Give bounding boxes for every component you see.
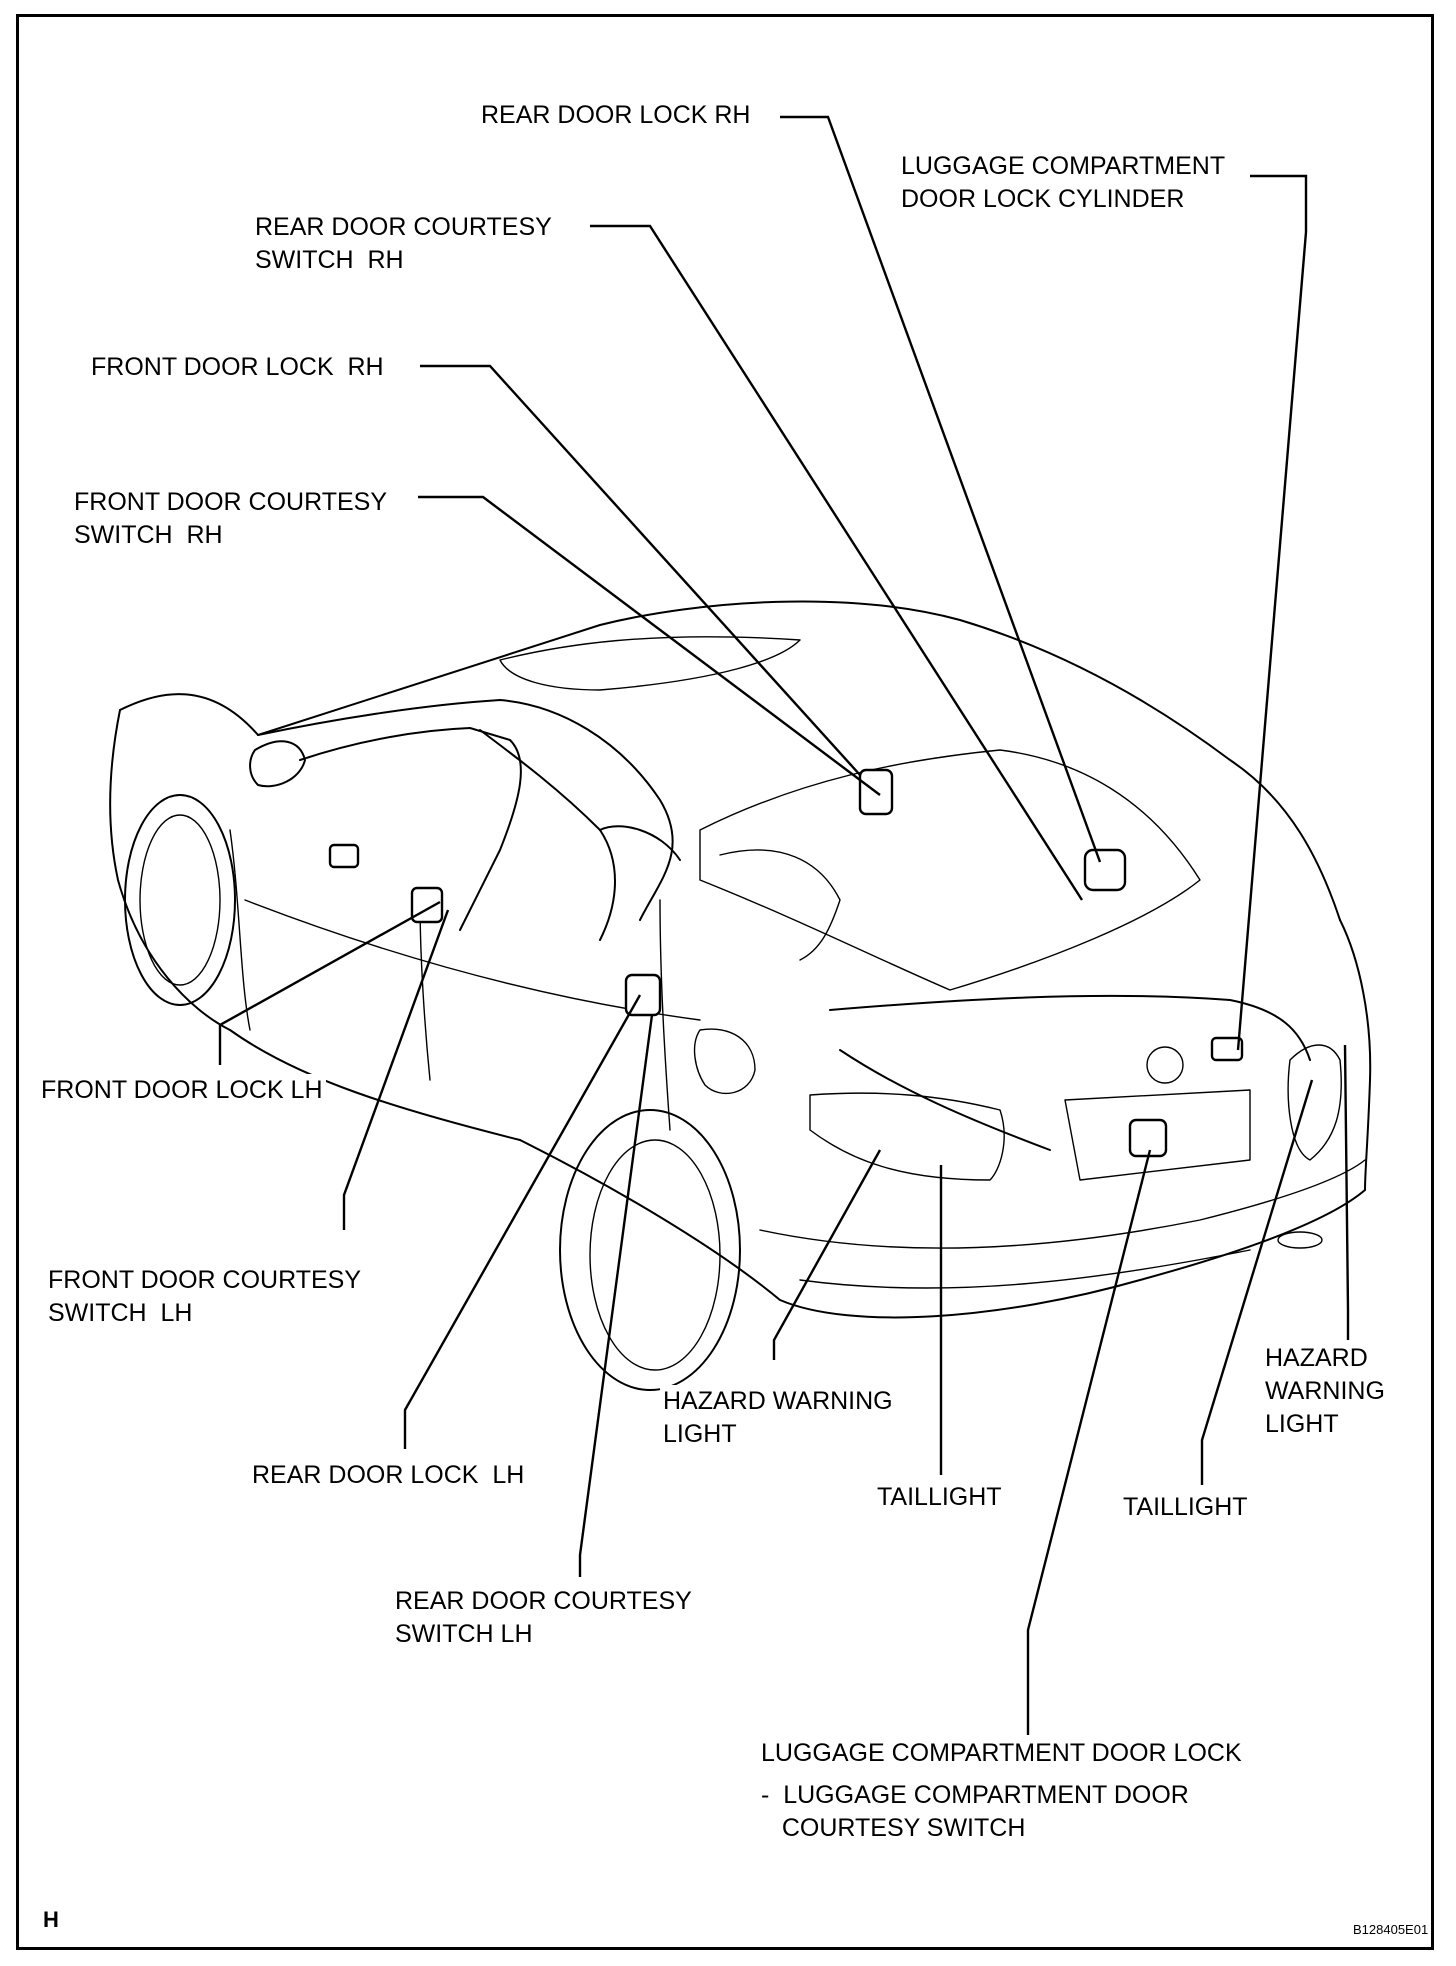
label-text: FRONT DOOR COURTESY [74,488,387,516]
figure-code: B128405E01 [1353,1922,1429,1937]
label-rear-courtesy-rh: REAR DOOR COURTESY SWITCH RH [252,211,555,277]
label-text: SWITCH RH [255,246,404,274]
leader-front-door-lock-lh [218,900,441,1065]
label-hazard-right: HAZARD WARNING LIGHT [1262,1342,1388,1441]
leader-rear-courtesy-rh [590,224,1084,901]
label-text: REAR DOOR COURTESY [395,1587,692,1615]
label-text: HAZARD WARNING [663,1387,893,1415]
label-front-door-lock-lh: FRONT DOOR LOCK LH [38,1074,326,1107]
label-taillight-left: TAILLIGHT [874,1481,1005,1514]
corner-letter: H [43,1907,59,1932]
label-text: SWITCH RH [74,521,223,549]
leader-luggage-lock-cylinder [1236,174,1308,1051]
leader-front-courtesy-lh [342,909,450,1230]
label-luggage-lock-cylinder: LUGGAGE COMPARTMENT DOOR LOCK CYLINDER [898,150,1229,216]
leader-front-door-lock-rh [420,364,861,776]
label-text: TAILLIGHT [877,1483,1002,1511]
label-text: FRONT DOOR LOCK LH [41,1076,323,1104]
label-text: FRONT DOOR LOCK RH [91,353,384,381]
leader-taillight-right [1200,1079,1314,1485]
label-front-courtesy-lh: FRONT DOOR COURTESY SWITCH LH [45,1264,364,1330]
label-hazard-left: HAZARD WARNING LIGHT [660,1385,896,1451]
label-text: LUGGAGE COMPARTMENT DOOR LOCK [761,1739,1242,1767]
leader-hazard-left [772,1149,882,1360]
leader-lines [218,115,1350,1735]
label-taillight-right: TAILLIGHT [1120,1491,1251,1524]
label-text: HAZARD [1265,1344,1368,1372]
car-outline [109,600,1372,1391]
leader-luggage-door-lock [1026,1149,1152,1735]
label-rear-door-lock-rh: REAR DOOR LOCK RH [478,99,754,132]
leader-rear-door-lock-rh [780,115,1102,863]
label-text: REAR DOOR LOCK RH [481,101,751,129]
label-rear-door-lock-lh: REAR DOOR LOCK LH [249,1459,528,1492]
leader-rear-courtesy-lh [578,1014,654,1577]
label-rear-courtesy-lh: REAR DOOR COURTESY SWITCH LH [392,1585,695,1651]
label-text: REAR DOOR COURTESY [255,213,552,241]
label-text: DOOR LOCK CYLINDER [901,185,1185,213]
leader-front-courtesy-rh [418,495,881,796]
label-text: LUGGAGE COMPARTMENT [901,152,1226,180]
leader-hazard-right [1343,1044,1350,1340]
label-front-door-lock-rh: FRONT DOOR LOCK RH [88,351,387,384]
diagram-frame [16,14,1434,1950]
label-text: SWITCH LH [395,1620,533,1648]
label-text: REAR DOOR LOCK LH [252,1461,525,1489]
label-text: COURTESY SWITCH [761,1814,1026,1842]
label-luggage-courtesy-switch: - LUGGAGE COMPARTMENT DOOR COURTESY SWIT… [758,1779,1192,1845]
label-text: LIGHT [1265,1410,1339,1438]
label-front-courtesy-rh: FRONT DOOR COURTESY SWITCH RH [71,486,390,552]
label-text: SWITCH LH [48,1299,193,1327]
label-text: FRONT DOOR COURTESY [48,1266,361,1294]
label-text: LIGHT [663,1420,737,1448]
label-text: TAILLIGHT [1123,1493,1248,1521]
label-text: - LUGGAGE COMPARTMENT DOOR [761,1781,1189,1809]
label-luggage-door-lock: LUGGAGE COMPARTMENT DOOR LOCK [758,1737,1245,1770]
label-text: WARNING [1265,1377,1385,1405]
leader-rear-door-lock-lh [403,994,642,1449]
